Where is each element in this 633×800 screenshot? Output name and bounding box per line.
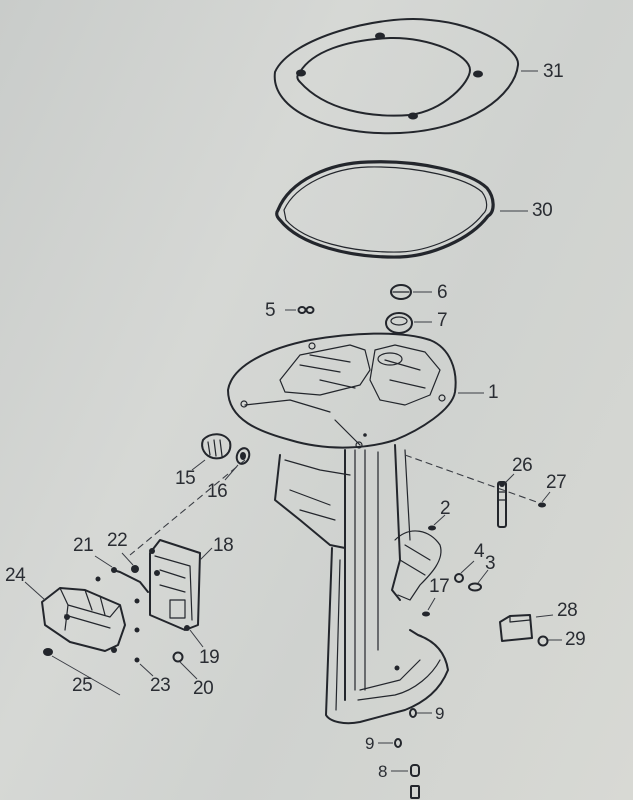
assembly-line [404, 454, 546, 506]
part-4-washer[interactable] [454, 573, 464, 583]
part-23-screw[interactable] [134, 657, 140, 663]
part-1-housing[interactable] [227, 332, 457, 725]
part-7-bushing[interactable] [385, 312, 413, 334]
callout-9a: 9 [435, 704, 444, 723]
part-9-plug-a[interactable] [409, 708, 417, 718]
callout-16: 16 [207, 481, 228, 502]
part-16-washer[interactable] [235, 446, 252, 465]
part-2-bolt[interactable] [428, 525, 436, 531]
part-25-grommet[interactable] [43, 648, 53, 656]
callout-9b: 9 [365, 734, 374, 753]
part-31-cover-plate[interactable] [273, 18, 519, 135]
callout-2: 2 [440, 498, 451, 519]
screw [95, 576, 101, 582]
callout-15: 15 [175, 468, 196, 489]
part-21-clip[interactable] [111, 567, 149, 593]
part-20-washer[interactable] [172, 651, 184, 663]
callout-18: 18 [213, 535, 234, 556]
part-3-bolt[interactable] [468, 582, 482, 592]
callout-4: 4 [474, 541, 485, 562]
assembly-line [129, 459, 246, 556]
callout-28: 28 [557, 600, 578, 621]
callout-6: 6 [437, 282, 448, 303]
callout-22: 22 [107, 530, 128, 551]
callout-27: 27 [546, 472, 567, 493]
part-5-pin[interactable] [297, 306, 315, 314]
callout-3: 3 [485, 553, 496, 574]
part-29-bolt[interactable] [537, 635, 549, 647]
callout-23: 23 [150, 675, 171, 696]
callout-8: 8 [378, 762, 387, 781]
part-15-rubber-mount[interactable] [201, 433, 232, 460]
callout-20: 20 [193, 678, 214, 699]
callout-26: 26 [512, 455, 533, 476]
callout-17: 17 [429, 576, 450, 597]
part-6-grommet[interactable] [390, 284, 412, 300]
callout-19: 19 [199, 647, 220, 668]
callout-25: 25 [72, 675, 93, 696]
part-22-nut[interactable] [131, 565, 139, 573]
part-17-nut[interactable] [422, 611, 430, 617]
part-18-bracket-plate[interactable] [149, 539, 201, 631]
part-24-cover-box[interactable] [41, 587, 126, 653]
part-30-seal-ring[interactable] [275, 160, 495, 259]
callout-30: 30 [532, 200, 553, 221]
part-27-nut[interactable] [538, 502, 546, 508]
screw [134, 598, 140, 604]
screw [134, 627, 140, 633]
callout-1: 1 [488, 382, 499, 403]
part-28-anode[interactable] [499, 614, 533, 642]
callout-24: 24 [5, 565, 26, 586]
part-8-plug[interactable] [410, 764, 420, 799]
callout-31: 31 [543, 61, 564, 82]
callout-5: 5 [265, 300, 276, 321]
callout-21: 21 [73, 535, 94, 556]
callout-29: 29 [565, 629, 586, 650]
part-9-plug-b[interactable] [394, 738, 402, 748]
callout-7: 7 [437, 310, 448, 331]
part-26-stud[interactable] [497, 481, 507, 528]
